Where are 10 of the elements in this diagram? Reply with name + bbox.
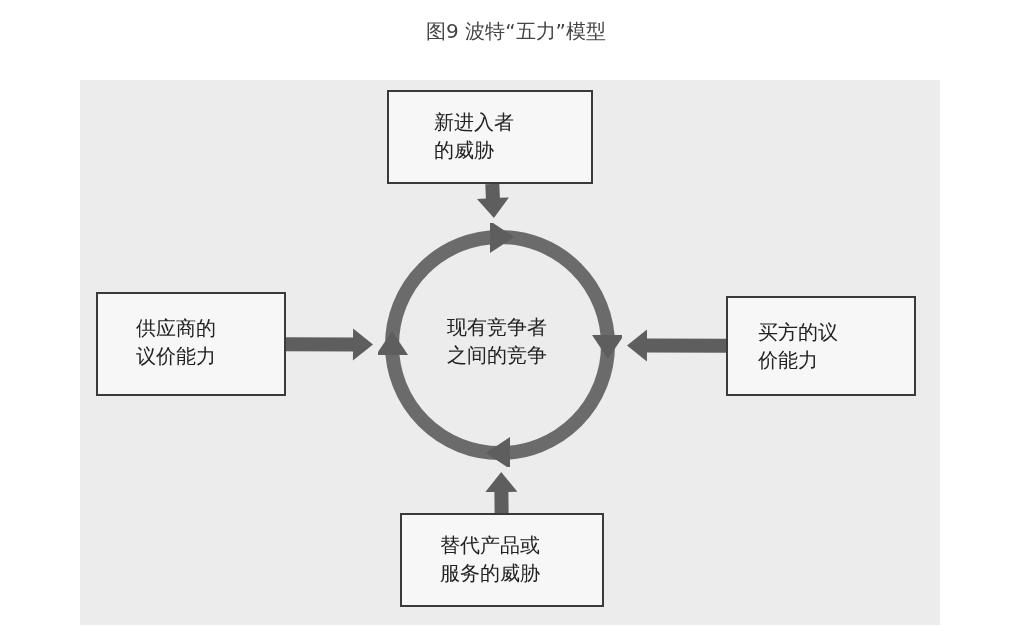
arrow [286,328,373,361]
text-box: 供应商的议价能力 [96,292,286,396]
arrow [477,183,509,219]
text-box: 新进入者的威胁 [387,90,593,184]
figure-title: 图9 波特“五力”模型 [425,18,607,45]
text-box: 买方的议价能力 [726,296,916,396]
arrow [627,329,726,362]
ring-label: 现有竞争者之间的竞争 [447,314,548,369]
arrow [485,472,518,514]
text-box: 替代产品或服务的威胁 [400,513,604,607]
